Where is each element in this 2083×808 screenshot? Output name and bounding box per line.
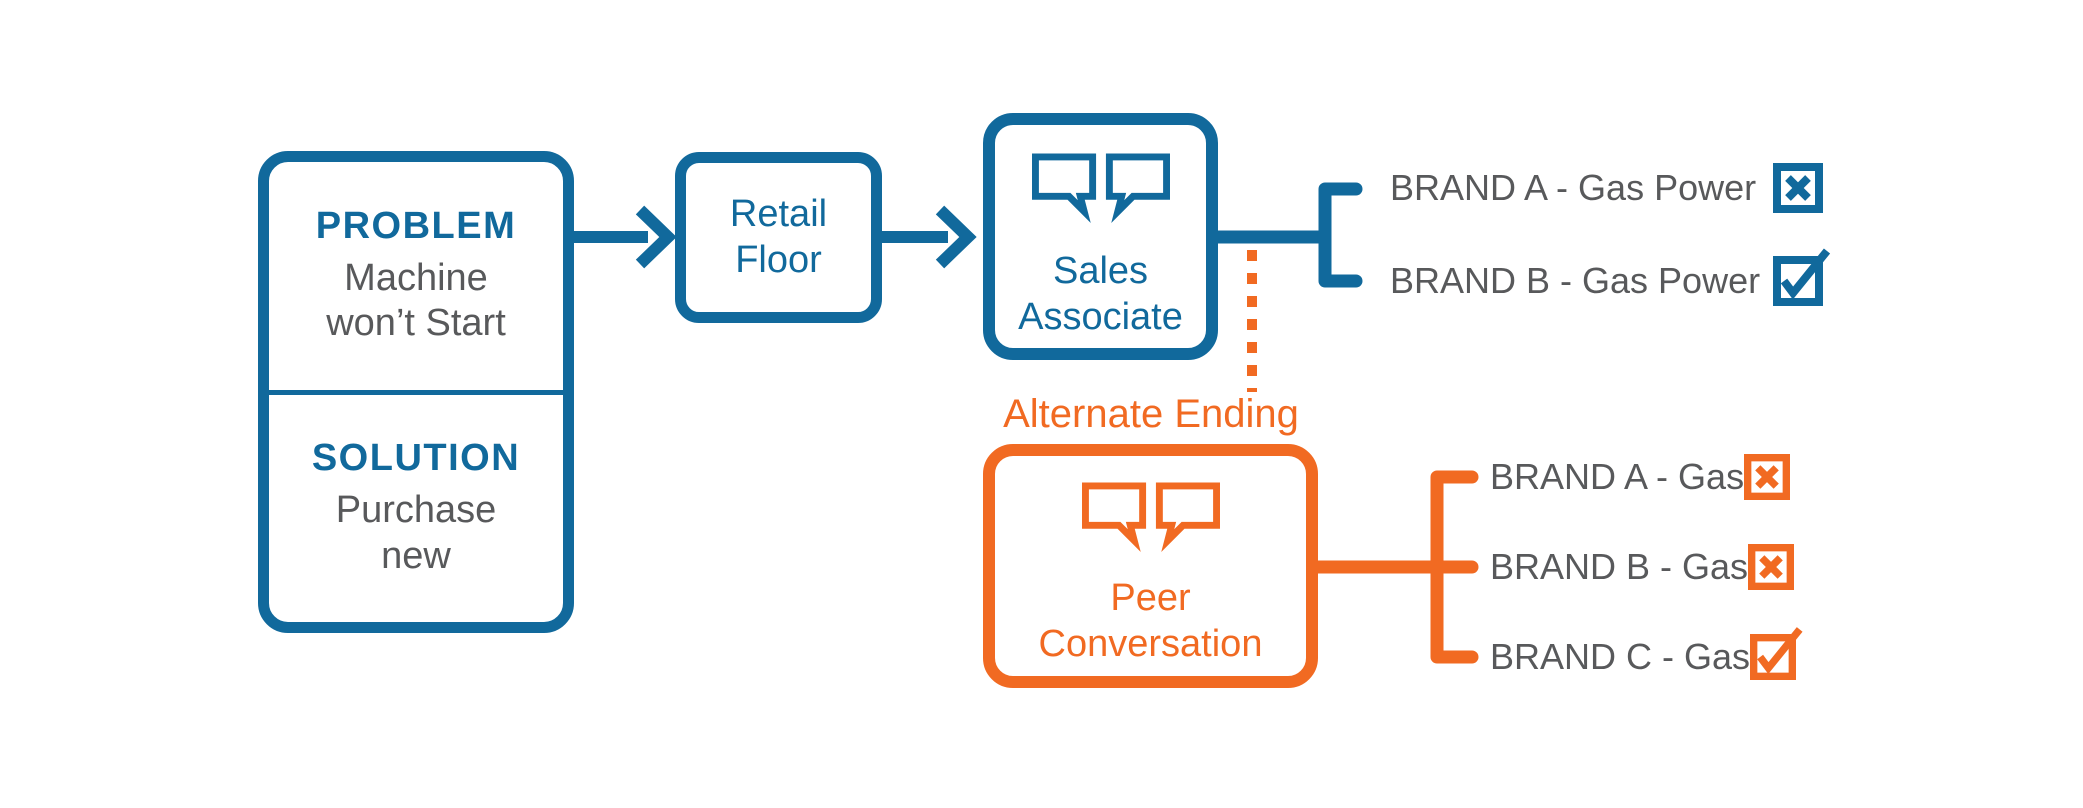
brand-outcome-label: BRAND C - Gas: [1490, 636, 1751, 677]
result-checkbox: [1750, 627, 1803, 680]
brand-outcome-label: BRAND A - Gas: [1490, 456, 1745, 497]
brand-outcome-label: BRAND A - Gas Power: [1390, 167, 1757, 208]
outcome-row-brand-a-gas-power: BRAND A - Gas Power: [1390, 157, 1823, 219]
checkbox-x-icon: [1744, 454, 1791, 500]
problem-solution-box: PROBLEM Machine won’t Start SOLUTION Pur…: [258, 151, 574, 633]
alternate-ending-label: Alternate Ending: [1003, 392, 1299, 436]
result-checkbox: [1748, 544, 1795, 590]
speech-bubbles-icon: [1031, 153, 1170, 223]
problem-text: Machine won’t Start: [326, 256, 506, 345]
problem-section: PROBLEM Machine won’t Start: [269, 162, 563, 390]
problem-heading: PROBLEM: [315, 204, 517, 247]
peer-conversation-node: Peer Conversation: [983, 444, 1318, 688]
section-divider: [269, 389, 563, 395]
result-checkbox: [1744, 454, 1791, 500]
arrow-right-icon: [882, 205, 977, 269]
retail-floor-label: Retail Floor: [729, 192, 828, 281]
outcome-row-brand-a-gas: BRAND A - Gas: [1490, 446, 1791, 508]
brand-outcome-label: BRAND B - Gas: [1490, 546, 1749, 587]
arrow-right-icon: [574, 205, 677, 269]
sales-outcomes-bracket: [1212, 182, 1363, 288]
checkbox-x-icon: [1773, 163, 1823, 213]
solution-heading: SOLUTION: [311, 437, 521, 480]
sales-associate-label: Sales Associate: [1018, 250, 1183, 338]
solution-text: Purchase new: [335, 489, 497, 577]
checkbox-check-icon: [1750, 627, 1803, 680]
checkbox-x-icon: [1748, 544, 1795, 590]
checkbox-check-icon: [1773, 248, 1831, 306]
retail-floor-node: Retail Floor: [675, 152, 882, 323]
peer-outcomes-bracket: [1312, 470, 1479, 664]
solution-section: SOLUTION Purchase new: [269, 395, 563, 623]
result-checkbox: [1773, 248, 1831, 306]
peer-conversation-label: Peer Conversation: [1038, 577, 1263, 665]
brand-outcome-label: BRAND B - Gas Power: [1390, 260, 1761, 301]
outcome-row-brand-b-gas-power: BRAND B - Gas Power: [1390, 248, 1831, 312]
outcome-row-brand-c-gas: BRAND C - Gas: [1490, 626, 1803, 688]
outcome-row-brand-b-gas: BRAND B - Gas: [1490, 536, 1795, 598]
sales-associate-node: Sales Associate: [983, 113, 1218, 360]
result-checkbox: [1773, 163, 1823, 213]
speech-bubbles-icon: [1081, 482, 1220, 552]
